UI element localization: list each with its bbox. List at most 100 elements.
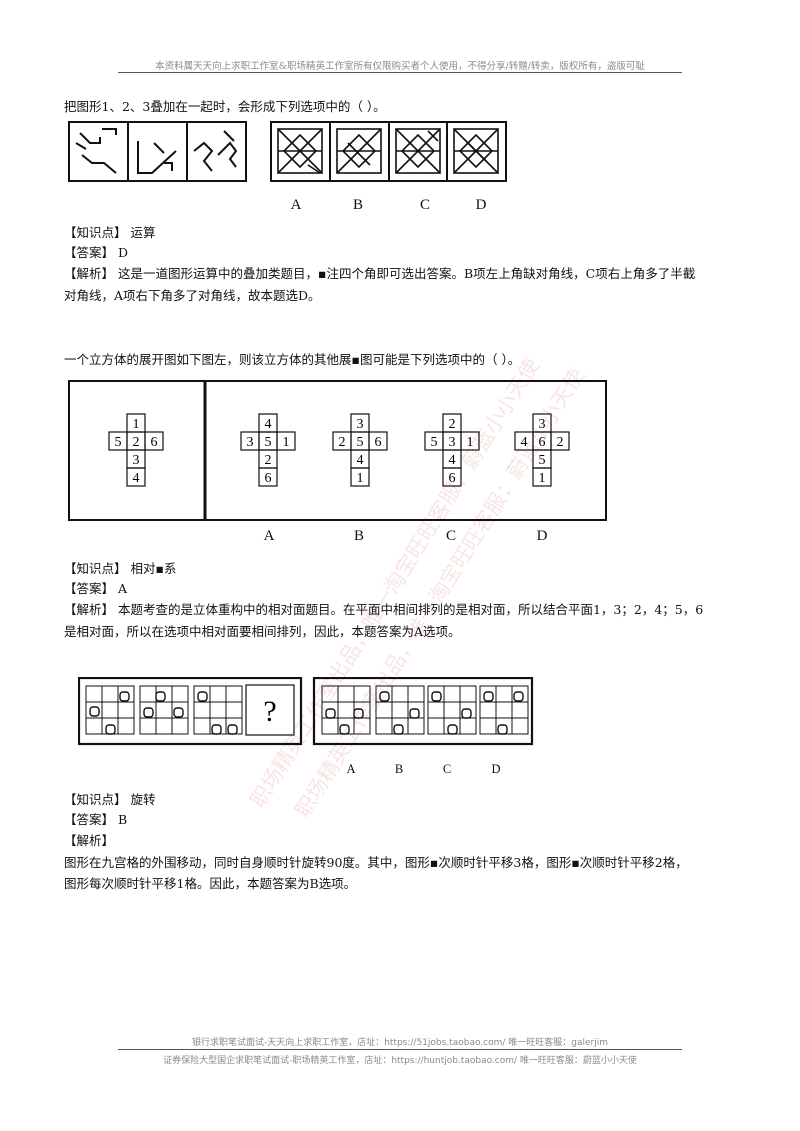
q3-grid-cell <box>337 701 355 719</box>
q1-figure-2 <box>137 141 177 174</box>
q3-grid-cell <box>225 701 243 719</box>
q1-figure <box>68 121 508 185</box>
q3-grid-cell <box>427 701 445 719</box>
q1-option-c-figure <box>395 128 441 174</box>
footer-line-2: 证券保险大型国企求职笔试面试-职场精英工作室，店址：https://huntjo… <box>163 1056 637 1066</box>
q2-net-cell-number: 4 <box>521 435 528 450</box>
q2-answer: 【答案】 A <box>64 581 128 596</box>
q2-net-cell-number: 6 <box>151 435 158 450</box>
q2-net-cell-number: 5 <box>539 453 546 468</box>
q2-question: 一个立方体的展开图如下图左，则该立方体的其他展▪图可能是下列选项中的（ ）。 <box>64 352 521 367</box>
q1-analysis-line-2: 对角线，A项右下角多了对角线，故本题选D。 <box>64 288 321 303</box>
q2-option-label-c: C <box>445 528 457 544</box>
q2-net-cell-number: 1 <box>283 435 290 450</box>
q1-figure-1 <box>75 128 117 174</box>
q2-option-label-a: A <box>263 528 275 544</box>
q3-grid-cell <box>101 685 119 703</box>
q2-net-cell <box>144 431 164 451</box>
q1-option-b-figure <box>336 128 382 174</box>
q3-grid-cell <box>85 685 103 703</box>
q2-net-cell-number: 3 <box>357 417 364 432</box>
q3-symbol <box>105 724 116 735</box>
q3-grid-cell <box>391 685 409 703</box>
q3-grid-cell <box>337 685 355 703</box>
q3-analysis-line-1: 图形在九宫格的外围移动，同时自身顺时针旋转90度。其中，图形▪次顺时针平移3格，… <box>64 855 688 870</box>
q3-symbol <box>155 691 166 702</box>
q2-outer-frame <box>68 380 607 521</box>
q3-option-label-b: B <box>394 762 404 776</box>
q3-grid-cell <box>117 701 135 719</box>
q3-symbol <box>339 724 350 735</box>
q1-figure-3 <box>193 130 238 172</box>
q2-analysis-line-2: 是相对面，所以在选项中相对面要相间排列，因此，本题答案为A选项。 <box>64 624 461 639</box>
q3-symbol <box>483 691 494 702</box>
q3-grid-cell <box>209 701 227 719</box>
q2-net-cell-number: 4 <box>133 471 140 486</box>
q3-grid-cell <box>321 717 339 735</box>
q2-net-cell-number: 6 <box>265 471 272 486</box>
q3-grid-cell <box>171 685 189 703</box>
q3-option-label-d: D <box>491 762 501 776</box>
q1-analysis-line-1: 【解析】 这是一道图形运算中的叠加类题目，▪注四个角即可选出答案。B项左上角缺对… <box>64 266 696 281</box>
q3-grid-cell <box>85 717 103 735</box>
q3-symbol <box>461 708 472 719</box>
q3-grid-cell <box>427 717 445 735</box>
q3-symbol <box>431 691 442 702</box>
q2-net-cell-number: 5 <box>357 435 364 450</box>
q3-answer: 【答案】 B <box>64 812 128 827</box>
q3-grid-cell <box>321 685 339 703</box>
q3-grid-cell <box>117 717 135 735</box>
q3-grid-cell <box>101 701 119 719</box>
q3-symbol <box>173 707 184 718</box>
q3-grid-cell <box>479 701 497 719</box>
q3-grid-cell <box>353 717 371 735</box>
q3-symbol <box>409 708 420 719</box>
q3-question-box <box>245 684 295 736</box>
q2-net-cell-number: 3 <box>449 435 456 450</box>
q2-net-cell-number: 1 <box>133 417 140 432</box>
q3-symbol <box>119 691 130 702</box>
q1-option-label-b: B <box>352 197 364 213</box>
header-copyright-note: 本资料属天天向上求职工作室&职场精英工作室所有仅限购买者个人使用，不得分享/转赠… <box>155 61 645 72</box>
q2-option-label-d: D <box>536 528 548 544</box>
q3-knowledge-point: 【知识点】 旋转 <box>64 792 156 807</box>
q2-net-cell <box>550 431 570 451</box>
q2-net-cell-number: 3 <box>133 453 140 468</box>
q2-net-cell-number: 3 <box>247 435 254 450</box>
q3-symbol <box>353 708 364 719</box>
q2-analysis-line-1: 【解析】 本题考查的是立体重构中的相对面题目。在平面中相间排列的是相对面，所以结… <box>64 602 704 617</box>
q2-net-cell-number: 1 <box>539 471 546 486</box>
q2-net-cell-number: 5 <box>115 435 122 450</box>
q3-grid-cell <box>511 701 529 719</box>
q2-net-cell-number: 2 <box>449 417 456 432</box>
q3-option-label-a: A <box>346 762 356 776</box>
q3-grid-cell <box>391 701 409 719</box>
q1-option-label-d: D <box>475 197 487 213</box>
q1-answer: 【答案】 D <box>64 245 128 260</box>
q3-symbol <box>197 691 208 702</box>
q3-symbol <box>447 724 458 735</box>
q3-symbol <box>211 724 222 735</box>
q3-grid-cell <box>375 701 393 719</box>
q2-net-cell-number: 2 <box>133 435 140 450</box>
q3-grid-cell <box>193 701 211 719</box>
q2-net-cell-number: 6 <box>539 435 546 450</box>
q3-grid-cell <box>171 717 189 735</box>
q3-symbol <box>143 707 154 718</box>
q2-net-cell-number: 3 <box>539 417 546 432</box>
q2-net-cell <box>350 467 370 487</box>
q3-grid-cell <box>459 685 477 703</box>
q3-figure-svg: ? <box>78 677 534 746</box>
q3-analysis-label: 【解析】 <box>64 833 115 848</box>
q3-analysis-line-2: 图形每次顺时针平移1格。因此，本题答案为B选项。 <box>64 876 357 891</box>
q3-grid-cell <box>495 685 513 703</box>
q2-net-cell-number: 1 <box>467 435 474 450</box>
q3-grid-cell <box>209 685 227 703</box>
q3-grid-cell <box>155 717 173 735</box>
q2-net-cell-number: 4 <box>449 453 456 468</box>
q3-grid-cell <box>353 685 371 703</box>
q3-symbol <box>89 706 100 717</box>
footer-rule <box>118 1049 682 1050</box>
q3-grid-cell <box>511 717 529 735</box>
